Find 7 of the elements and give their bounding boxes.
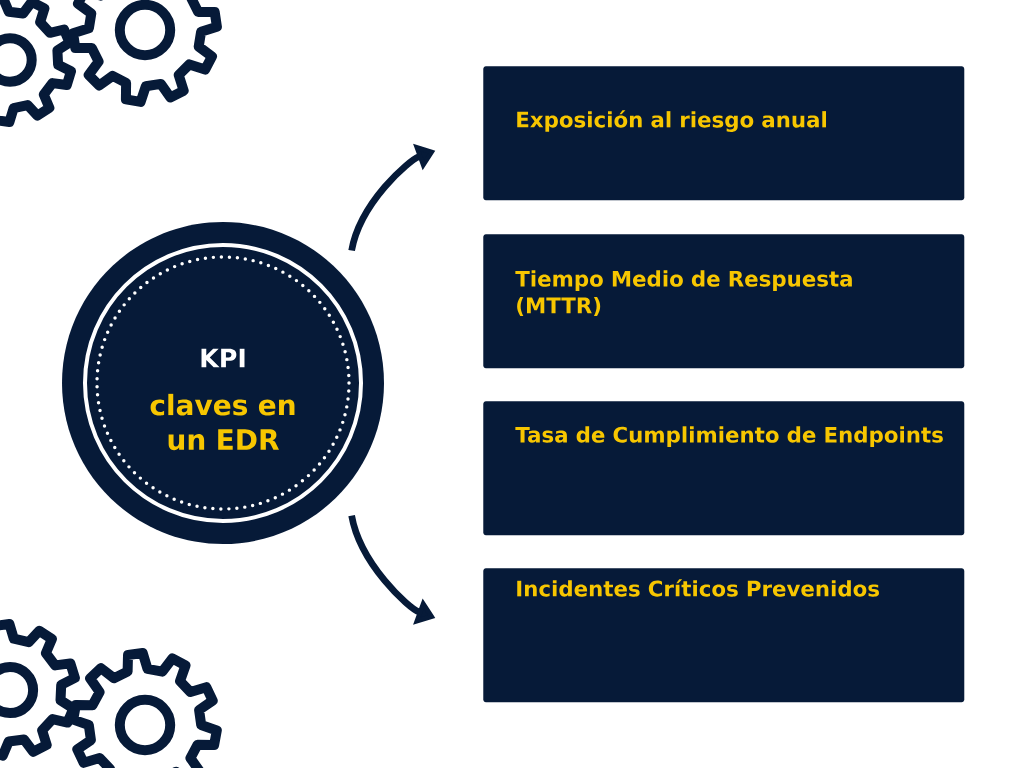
kpi-circle	[62, 222, 384, 544]
kpi-box: Incidentes Críticos Prevenidos	[483, 568, 965, 703]
kpi-box: Tasa de Cumplimiento de Endpoints	[483, 401, 965, 536]
circle-heading: KPI	[201, 348, 245, 368]
kpi-box: Tiempo Medio de Respuesta (MTTR)	[483, 234, 965, 369]
kpi-box: Exposición al riesgo anual	[483, 66, 965, 201]
circle-title: claves en un EDR	[150, 393, 295, 451]
